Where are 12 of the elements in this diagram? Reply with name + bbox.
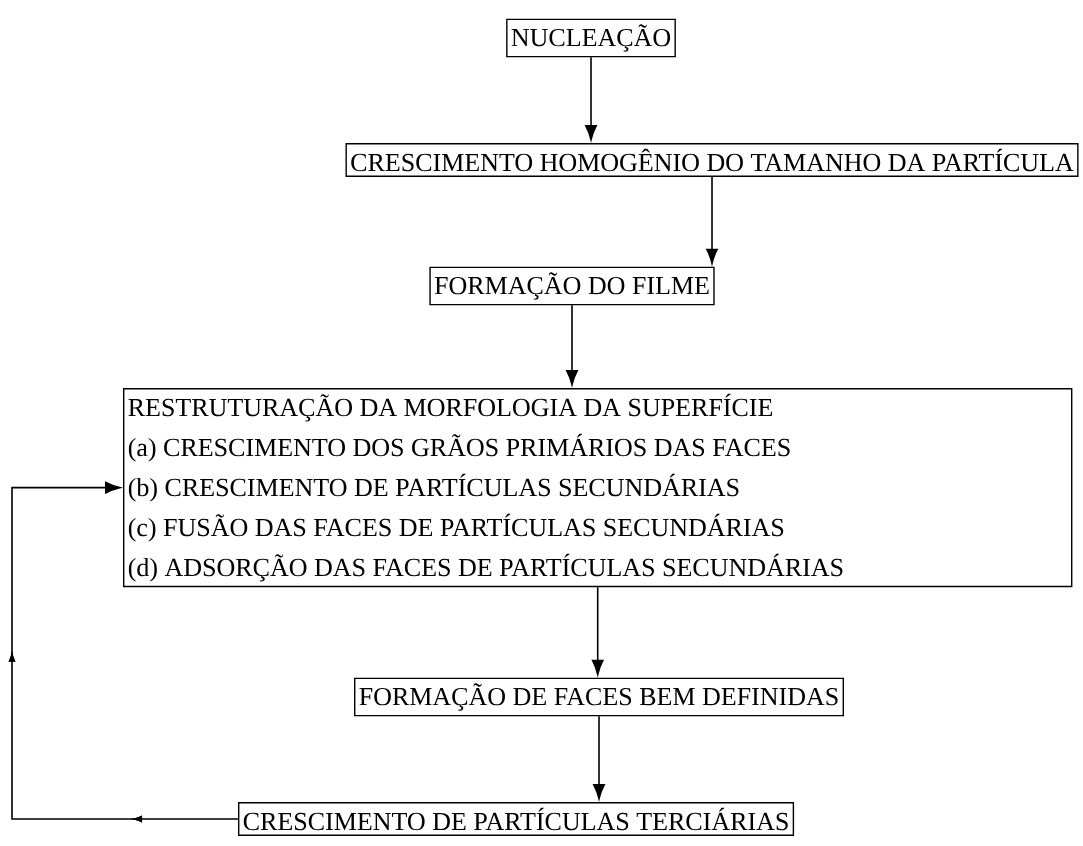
process-box: FORMAÇÃO DO FILME: [429, 266, 715, 306]
arrow: [591, 586, 604, 676]
arrow: [593, 715, 605, 800]
process-box: RESTRUTURAÇÃO DA MORFOLOGIA DA SUPERFÍCIE (a) CRESCIMENTO DOS GRÃOS PRIMÁRIOS DAS FACES (b) CRESCIMENTO DE PARTÍCULAS SECUNDÁRIAS (c) FUSÃO DAS FACES DE PARTÍCULAS SECUNDÁRIAS (d) ADSORÇÃO DAS FACES DE PARTÍCULAS SECUNDÁRIAS: [123, 388, 1073, 588]
arrow: [566, 304, 578, 386]
arrow: [585, 56, 597, 141]
feedback-arrow: [9, 481, 239, 822]
process-box: CRESCIMENTO DE PARTÍCULAS TERCIÁRIAS: [238, 802, 795, 836]
arrow: [706, 176, 718, 265]
process-box: CRESCIMENTO HOMOGÊNIO DO TAMANHO DA PARTÍCULA: [345, 143, 1079, 177]
process-box: FORMAÇÃO DE FACES BEM DEFINIDAS: [354, 677, 844, 717]
process-box: NUCLEAÇÃO: [506, 18, 676, 58]
